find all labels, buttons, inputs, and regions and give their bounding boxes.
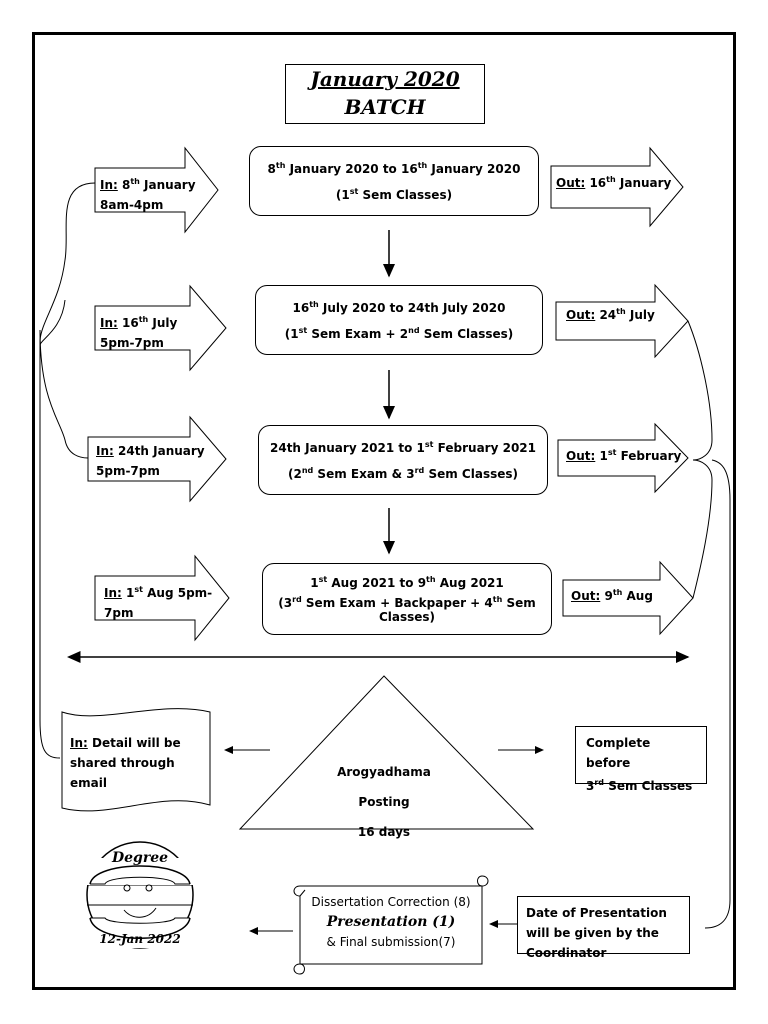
- dissertation-text: Dissertation Correction (8) Presentation…: [300, 893, 482, 951]
- degree-date: 12-Jan 2022: [99, 932, 181, 946]
- posting-complete-box: Complete before 3rd Sem Classes: [575, 726, 707, 793]
- out-arrow-1: [550, 146, 684, 228]
- in-label-row3: In: 24th January 5pm-7pm: [96, 444, 205, 478]
- dissertation-scroll: [293, 875, 489, 975]
- out-arrow-3: [557, 422, 689, 494]
- out-label-row3: Out: 1st February: [566, 448, 682, 463]
- in-arrow-2: [94, 284, 227, 372]
- posting-title: Arogyadhama Posting: [337, 765, 431, 809]
- title-batch: BATCH: [344, 95, 426, 119]
- out-arrow-2: [555, 283, 689, 359]
- event-box-row2: 16th July 2020 to 24th July 2020 (1st Se…: [255, 285, 543, 355]
- posting-triangle: [238, 675, 535, 830]
- page-frame: [32, 32, 736, 990]
- out-arrow-4: [562, 560, 694, 636]
- out-label-row4: Out: 9th Aug: [571, 588, 653, 603]
- in-label-row2: In: 16th July 5pm-7pm: [100, 315, 178, 350]
- posting-text: Arogyadhama Posting 16 days: [314, 757, 454, 847]
- in-arrow-1: [94, 146, 219, 234]
- out-label-row1: Out: 16th January: [556, 175, 672, 190]
- event-box-row1: 8th January 2020 to 16th January 2020 (1…: [249, 146, 539, 216]
- degree-label: Degree: [111, 850, 169, 866]
- coordinator-note-box: Date of Presentation will be given by th…: [517, 896, 690, 960]
- batch-title: January 2020 BATCH: [285, 64, 485, 124]
- out-label-row2: Out: 24th July: [566, 307, 655, 322]
- dissertation-line1: Dissertation Correction (8): [311, 895, 471, 909]
- dissertation-line2: Presentation (1): [326, 914, 456, 930]
- title-month: January 2020: [310, 67, 460, 91]
- in-label-row4: In: 1st Aug 5pm- 7pm: [104, 585, 213, 620]
- posting-in-note: In: Detail will be shared through email: [70, 736, 181, 790]
- in-arrow-4: [94, 554, 230, 642]
- email-doc-shape: [61, 708, 211, 812]
- event-box-row4: 1st Aug 2021 to 9th Aug 2021 (3rd Sem Ex…: [262, 563, 552, 635]
- posting-duration: 16 days: [357, 825, 411, 839]
- in-arrow-3: [87, 415, 227, 503]
- dissertation-line3: & Final submission(7): [326, 935, 456, 949]
- event-box-row3: 24th January 2021 to 1st February 2021 (…: [258, 425, 548, 495]
- in-label-row1: In: 8th January 8am-4pm: [100, 177, 196, 212]
